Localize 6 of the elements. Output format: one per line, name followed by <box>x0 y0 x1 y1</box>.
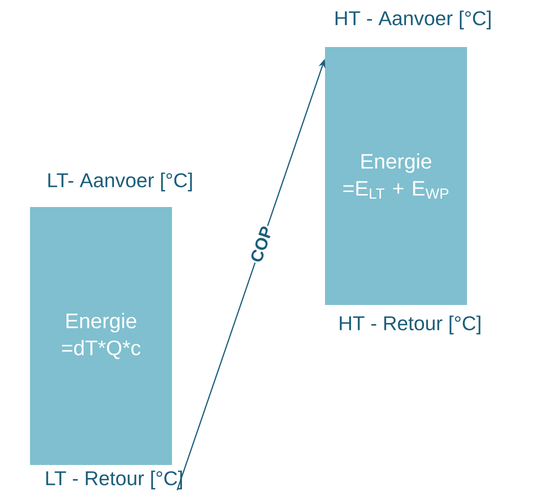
box-heading: HT - Aanvoer [°C] <box>336 10 491 30</box>
process-box: Energie =E$_{LT}$ + E$_{WP}$ <box>325 47 467 305</box>
process-box: Energie =dT*Q*c <box>30 207 172 465</box>
box-caption: HT - Retour [°C] <box>340 316 480 334</box>
box-heading: LT- Aanvoer [°C] <box>48 172 192 192</box>
edge-label: COP <box>248 224 274 265</box>
